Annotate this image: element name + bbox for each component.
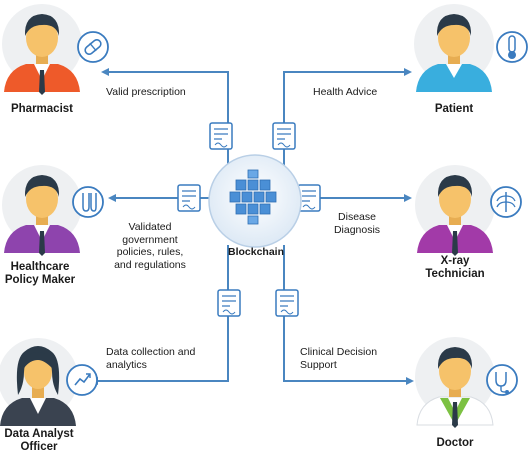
stethoscope-icon — [486, 364, 518, 396]
flow-label-line: and regulations — [114, 258, 186, 271]
blockchain-label: Blockchain — [227, 246, 285, 258]
flow-label-line: policies, rules, — [116, 246, 184, 258]
flow-label-patient: Health Advice — [313, 86, 378, 98]
actor-name-xray: X-ray Technician — [418, 255, 492, 281]
flow-label-xray: Disease Diagnosis — [330, 211, 384, 236]
flow-label-line: Data collection and — [106, 346, 196, 358]
flow-label-line: Validated — [128, 221, 172, 233]
actor-name-line: Policy Maker — [4, 274, 76, 286]
flow-label-line: Disease — [338, 211, 376, 223]
document-icon — [272, 122, 296, 150]
document-icon — [217, 289, 241, 317]
actor-name-line: Officer — [20, 441, 58, 453]
thermometer-icon — [496, 31, 528, 63]
doctor-avatar — [415, 337, 495, 428]
blockchain-hub — [208, 154, 302, 248]
actor-name-pharmacist: Pharmacist — [10, 103, 73, 115]
flow-label-analyst: Data collection and analytics — [106, 346, 195, 371]
flow-label-line: Support — [300, 358, 337, 371]
document-icon — [275, 289, 299, 317]
actor-name-line: Data Analyst — [4, 428, 74, 440]
flask-icon — [72, 186, 104, 218]
analytics-icon — [66, 364, 98, 396]
flow-label-doctor: Clinical Decision Support — [300, 346, 377, 371]
patient-avatar — [414, 4, 494, 92]
actor-name-analyst: Data Analyst Officer — [0, 428, 78, 454]
pill-icon — [77, 31, 109, 63]
document-icon — [177, 184, 201, 212]
flow-label-line: Diagnosis — [333, 223, 381, 236]
actor-name-policy-maker: Healthcare Policy Maker — [0, 261, 80, 287]
flow-label-line: analytics — [106, 358, 147, 371]
ribcage-icon — [490, 186, 522, 218]
actor-name-doctor: Doctor — [436, 437, 474, 449]
actor-name-line: X-ray — [440, 255, 470, 267]
document-icon — [209, 122, 233, 150]
flow-label-pharmacist: Valid prescription — [106, 86, 186, 98]
flow-label-policy-maker: Validated government policies, rules, an… — [110, 221, 190, 271]
policy-maker-avatar — [2, 165, 82, 256]
flow-label-line: government — [122, 233, 178, 246]
data-analyst-avatar — [0, 338, 78, 426]
xray-technician-avatar — [415, 165, 495, 256]
flow-label-line: Clinical Decision — [300, 346, 378, 358]
pharmacist-avatar — [2, 4, 82, 95]
actor-name-patient: Patient — [434, 103, 474, 115]
blockchain-cubes-icon — [229, 169, 277, 225]
actor-name-line: Technician — [425, 268, 485, 280]
actor-name-line: Healthcare — [10, 261, 70, 273]
